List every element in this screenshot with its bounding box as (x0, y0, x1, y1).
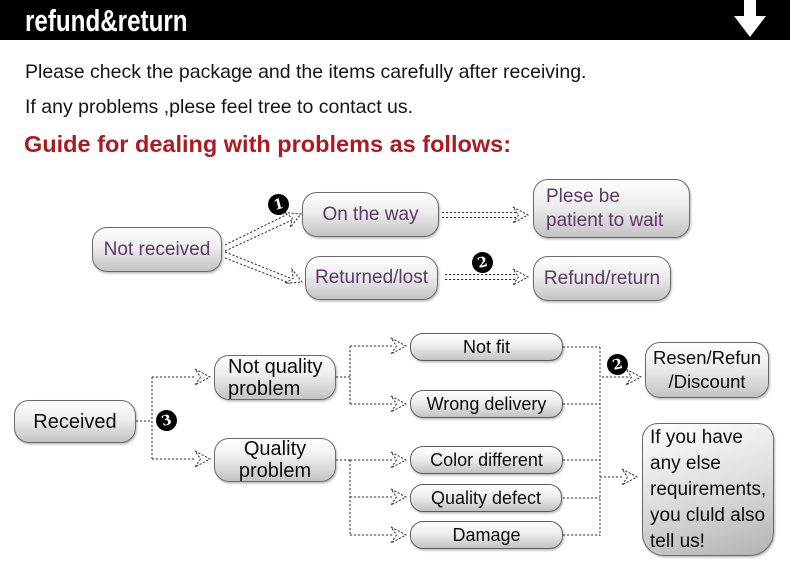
node-line: problem (238, 460, 312, 482)
badge-2-icon: 2 (469, 249, 496, 276)
node-line: Plese be (546, 185, 620, 207)
node-line: patient to wait (546, 209, 664, 231)
node-resen-refun-discount: Resen/Refun /Discount (645, 342, 769, 398)
badge-3-icon: 3 (153, 407, 180, 434)
guide-heading: Guide for dealing with problems as follo… (24, 131, 512, 157)
node-line: If you have (650, 426, 743, 448)
intro-line-1: Please check the package and the items c… (25, 61, 587, 83)
node-line: any else (650, 452, 721, 474)
node-not-quality-problem: Not quality problem (214, 355, 336, 400)
node-refund-return: Refund/return (533, 256, 671, 301)
node-line: Not quality (228, 355, 323, 378)
node-line: problem (228, 377, 301, 400)
banner: refund&return (0, 0, 790, 40)
node-line: /Discount (668, 371, 746, 392)
node-damage: Damage (410, 521, 563, 549)
node-wrong-delivery: Wrong delivery (410, 390, 563, 418)
down-arrow-icon (734, 0, 766, 37)
node-color-different: Color different (410, 446, 563, 474)
node-not-fit: Not fit (410, 333, 563, 361)
node-not-received: Not received (92, 227, 222, 272)
banner-title: refund&return (25, 3, 188, 38)
node-quality-problem: Quality problem (214, 438, 336, 482)
badge-2-icon: 2 (604, 351, 631, 378)
node-returned-lost: Returned/lost (305, 256, 438, 300)
node-received: Received (14, 400, 136, 443)
node-line: Quality (243, 438, 307, 460)
badge-1-icon: 1 (265, 191, 292, 218)
node-plese-be-patient: Plese be patient to wait (533, 179, 690, 238)
node-line: Resen/Refun (653, 347, 761, 368)
node-line: you cluld also (650, 504, 766, 526)
node-on-the-way: On the way (302, 192, 439, 237)
intro-line-2: If any problems ,plese feel tree to cont… (25, 96, 414, 118)
node-if-you-have: If you have any else requirements, you c… (642, 423, 774, 556)
node-line: tell us! (650, 530, 705, 552)
node-line: requirements, (650, 478, 767, 500)
node-quality-defect: Quality defect (410, 484, 562, 512)
